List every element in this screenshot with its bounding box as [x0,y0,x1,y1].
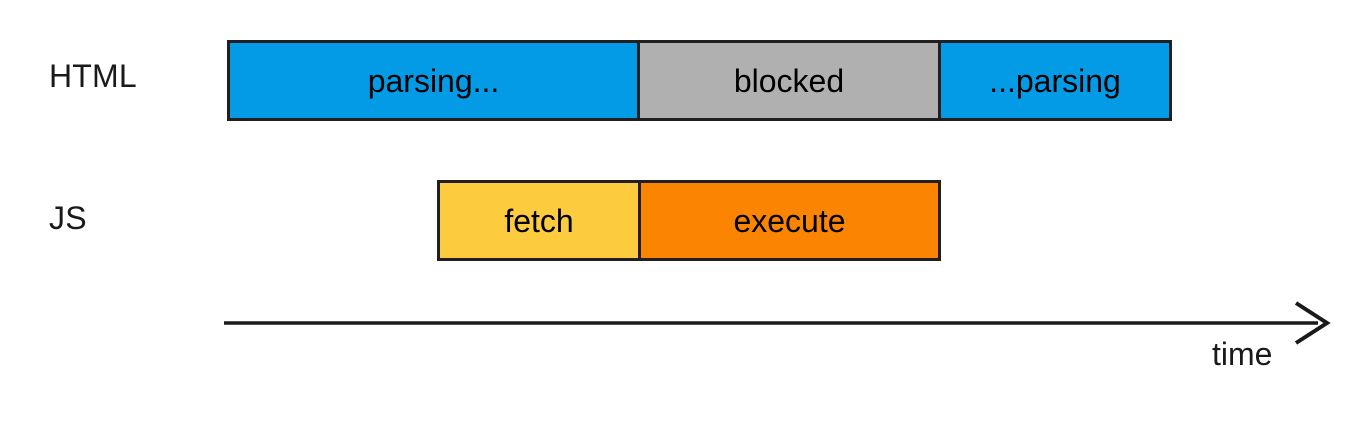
segment-js-fetch[interactable]: fetch [437,180,641,261]
segment-js-execute[interactable]: execute [638,180,941,261]
row-label-html: HTML [49,58,137,94]
timeline-track-js: fetch execute [437,180,941,261]
arrow-right-icon [224,301,1331,345]
time-axis [222,300,1334,346]
segment-html-blocked[interactable]: blocked [637,40,941,121]
segment-html-parsing-start[interactable]: parsing... [227,40,640,121]
timeline-track-html: parsing... blocked ...parsing [227,40,1172,121]
row-label-js: JS [49,200,87,236]
time-axis-caption: time [1212,336,1273,372]
segment-html-parsing-resume[interactable]: ...parsing [938,40,1172,121]
